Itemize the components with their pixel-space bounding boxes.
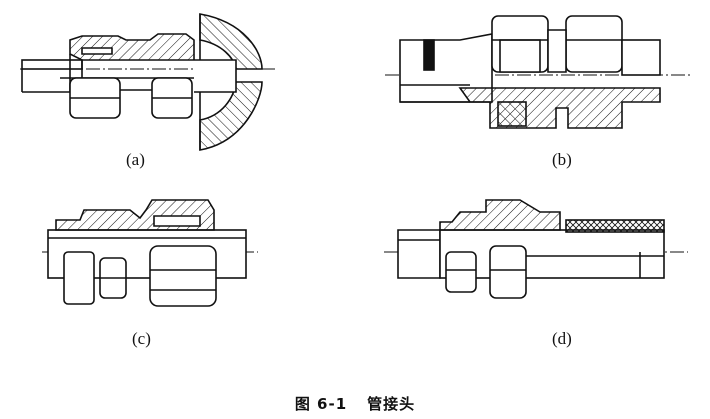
nut-c-3 (149, 245, 217, 307)
figure-caption: 图 6-1 管接头 (0, 393, 710, 414)
nut-b-2 (565, 15, 623, 73)
section-d (439, 199, 561, 231)
label-a: (a) (126, 150, 145, 169)
tube-d (397, 229, 441, 279)
caption-title: 管接头 (367, 395, 416, 413)
fitting-d (384, 199, 688, 299)
nut-d-1 (445, 251, 477, 293)
label-c: (c) (132, 329, 151, 348)
fitting-c (42, 199, 258, 307)
label-d: (d) (552, 329, 572, 348)
section-b (458, 87, 661, 129)
sphere-end-a (199, 13, 263, 70)
pipe-a (21, 59, 83, 70)
label-b: (b) (552, 150, 572, 169)
caption-number: 图 6-1 (294, 395, 348, 413)
mesh-sleeve-d (565, 219, 665, 233)
fitting-a (20, 13, 275, 151)
fitting-b (385, 15, 690, 129)
sleeve-a (69, 33, 195, 61)
nut-c-1 (63, 251, 95, 305)
nut-d-2 (489, 245, 527, 299)
